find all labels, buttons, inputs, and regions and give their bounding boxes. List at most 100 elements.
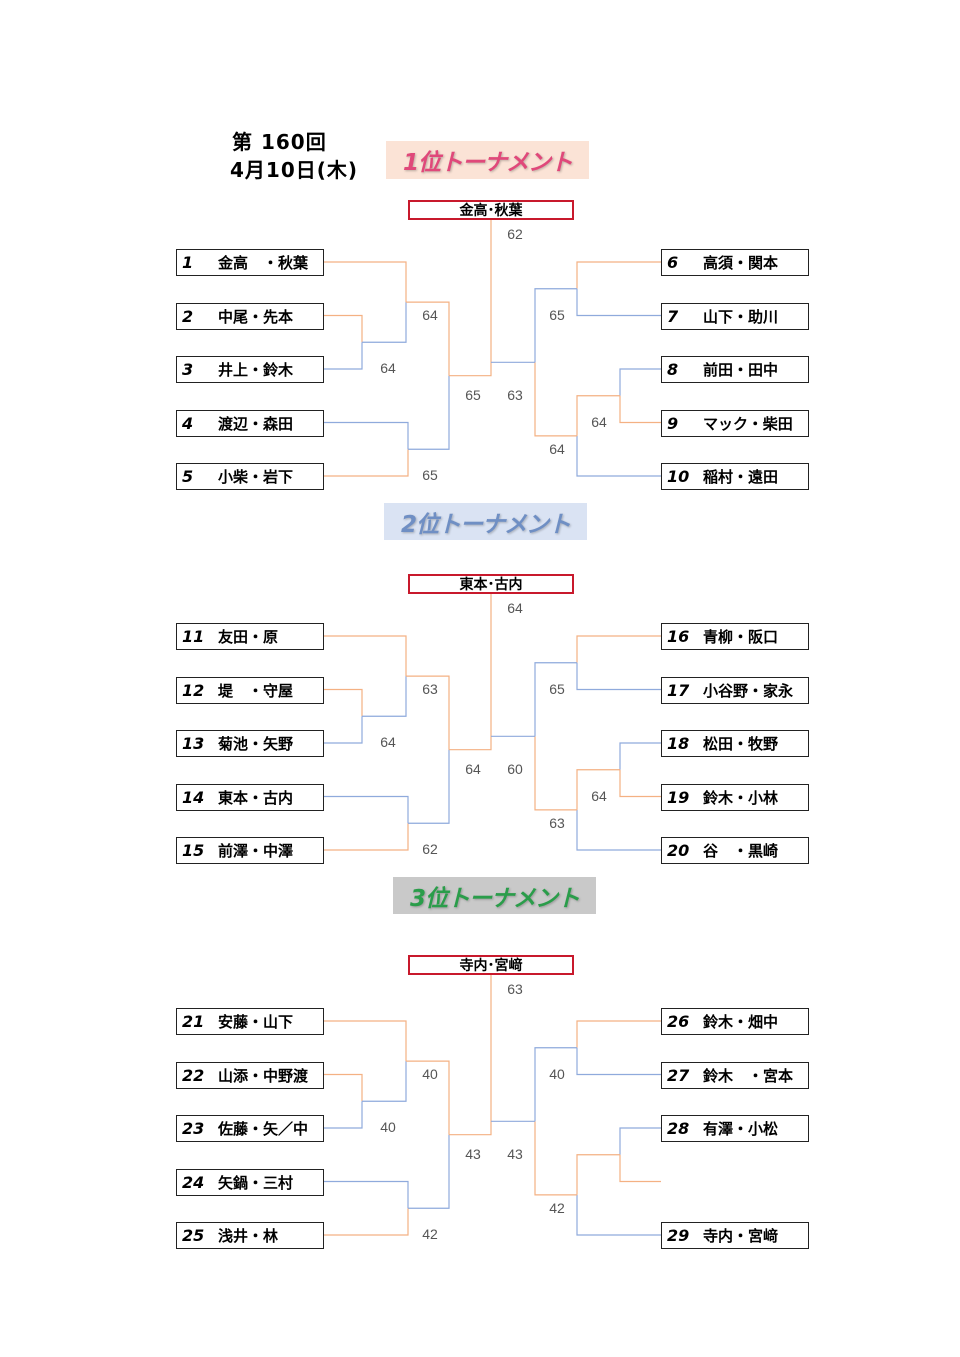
bracket-line bbox=[406, 1060, 450, 1135]
match-score: 40 bbox=[380, 1119, 396, 1135]
team-pair-name: 金高 ・秋葉 bbox=[218, 254, 309, 272]
team-pair-name: 高須・関本 bbox=[703, 254, 779, 272]
team-number: 3 bbox=[182, 360, 194, 379]
team-number: 19 bbox=[667, 787, 690, 807]
bracket-line bbox=[576, 435, 661, 477]
team-number: 22 bbox=[182, 1065, 205, 1085]
team-pair-name: 山添・中野渡 bbox=[218, 1066, 309, 1085]
bracket-line bbox=[449, 220, 492, 377]
bracket-line bbox=[408, 1134, 450, 1209]
team-number: 7 bbox=[667, 306, 679, 326]
team-number: 5 bbox=[182, 467, 194, 486]
team-number: 23 bbox=[182, 1119, 205, 1138]
match-score: 62 bbox=[422, 841, 438, 857]
bracket-line bbox=[576, 635, 661, 663]
bracket-line bbox=[324, 1208, 409, 1236]
bracket-line bbox=[534, 1047, 577, 1122]
champion-2nd: 東本･古内 bbox=[408, 574, 574, 594]
bracket-line bbox=[324, 314, 363, 343]
team-number: 1 bbox=[182, 253, 194, 272]
bracket-line bbox=[406, 675, 450, 750]
match-score: 62 bbox=[507, 226, 523, 242]
team-number: 21 bbox=[182, 1012, 205, 1031]
team-pair-name: マック・柴田 bbox=[703, 414, 793, 433]
match-score: 64 bbox=[380, 360, 396, 376]
bracket-line bbox=[362, 1061, 407, 1102]
champion-1st: 金高･秋葉 bbox=[408, 200, 574, 220]
team-pair-name: 友田・原 bbox=[218, 628, 279, 646]
bracket-line bbox=[619, 742, 661, 770]
bracket-line bbox=[324, 1101, 363, 1129]
team-pair-name: 小柴・岩下 bbox=[218, 468, 294, 486]
team-pair-name: 浅井・林 bbox=[218, 1227, 279, 1245]
match-score: 64 bbox=[380, 734, 396, 750]
bracket-line bbox=[324, 823, 409, 851]
bracket-line bbox=[576, 769, 620, 810]
bracket-line bbox=[619, 1154, 661, 1183]
team-number: 6 bbox=[667, 253, 679, 272]
match-score: 64 bbox=[507, 600, 523, 616]
match-score: 43 bbox=[465, 1146, 481, 1162]
match-score: 40 bbox=[422, 1065, 438, 1082]
bracket-line bbox=[619, 1127, 661, 1155]
bracket-line bbox=[324, 421, 409, 450]
team-number: 24 bbox=[182, 1172, 205, 1192]
bracket-line bbox=[449, 594, 492, 751]
team-number: 13 bbox=[182, 734, 205, 753]
team-number: 17 bbox=[667, 680, 690, 700]
event-date: 4月10日(木) bbox=[230, 158, 359, 182]
bracket-line bbox=[408, 749, 450, 824]
team-number: 15 bbox=[182, 841, 205, 860]
bracket-line bbox=[534, 1121, 577, 1196]
team-number: 28 bbox=[667, 1119, 690, 1138]
team-pair-name: 寺内・宮﨑 bbox=[703, 1227, 779, 1245]
bracket-line bbox=[362, 676, 407, 717]
team-number: 12 bbox=[182, 680, 205, 700]
bracket-line bbox=[324, 1180, 409, 1209]
team-pair-name: 井上・鈴木 bbox=[218, 361, 294, 379]
bracket-line bbox=[576, 261, 661, 289]
match-score: 63 bbox=[507, 981, 523, 997]
bracket-line bbox=[619, 368, 661, 396]
team-number: 18 bbox=[667, 734, 690, 753]
match-score: 40 bbox=[549, 1065, 565, 1082]
bracket-line bbox=[576, 809, 661, 851]
team-number: 14 bbox=[182, 787, 205, 807]
banner-1st-tournament: 1位トーナメント bbox=[386, 141, 589, 179]
team-entry: 23 佐藤・矢／中 bbox=[176, 1115, 324, 1142]
team-pair-name: 佐藤・矢／中 bbox=[218, 1120, 309, 1138]
team-pair-name: 鈴木・小林 bbox=[703, 788, 779, 807]
bracket-line bbox=[576, 1047, 661, 1076]
match-score: 42 bbox=[549, 1199, 565, 1216]
bracket-line bbox=[534, 736, 577, 811]
team-number: 26 bbox=[667, 1012, 690, 1031]
match-score: 63 bbox=[422, 680, 438, 697]
bracket-line bbox=[324, 635, 407, 677]
match-score: 64 bbox=[422, 306, 438, 323]
team-pair-name: 菊池・矢野 bbox=[218, 735, 294, 753]
bracket-line bbox=[324, 1073, 363, 1102]
team-pair-name: 前田・田中 bbox=[703, 361, 779, 379]
team-number: 8 bbox=[667, 360, 679, 379]
bracket-line bbox=[534, 362, 577, 437]
team-number: 20 bbox=[667, 841, 690, 860]
match-score: 65 bbox=[422, 467, 438, 483]
match-score: 64 bbox=[591, 787, 607, 804]
team-entry: 22 山添・中野渡 bbox=[176, 1061, 324, 1089]
bracket-line bbox=[362, 302, 407, 343]
bracket-line bbox=[534, 662, 577, 737]
team-entry: 5 小柴・岩下 bbox=[176, 463, 324, 490]
team-number: 29 bbox=[667, 1226, 690, 1245]
team-entry: 6 高須・関本 bbox=[661, 249, 809, 276]
match-score: 63 bbox=[507, 387, 523, 403]
team-pair-name: 安藤・山下 bbox=[218, 1013, 294, 1031]
